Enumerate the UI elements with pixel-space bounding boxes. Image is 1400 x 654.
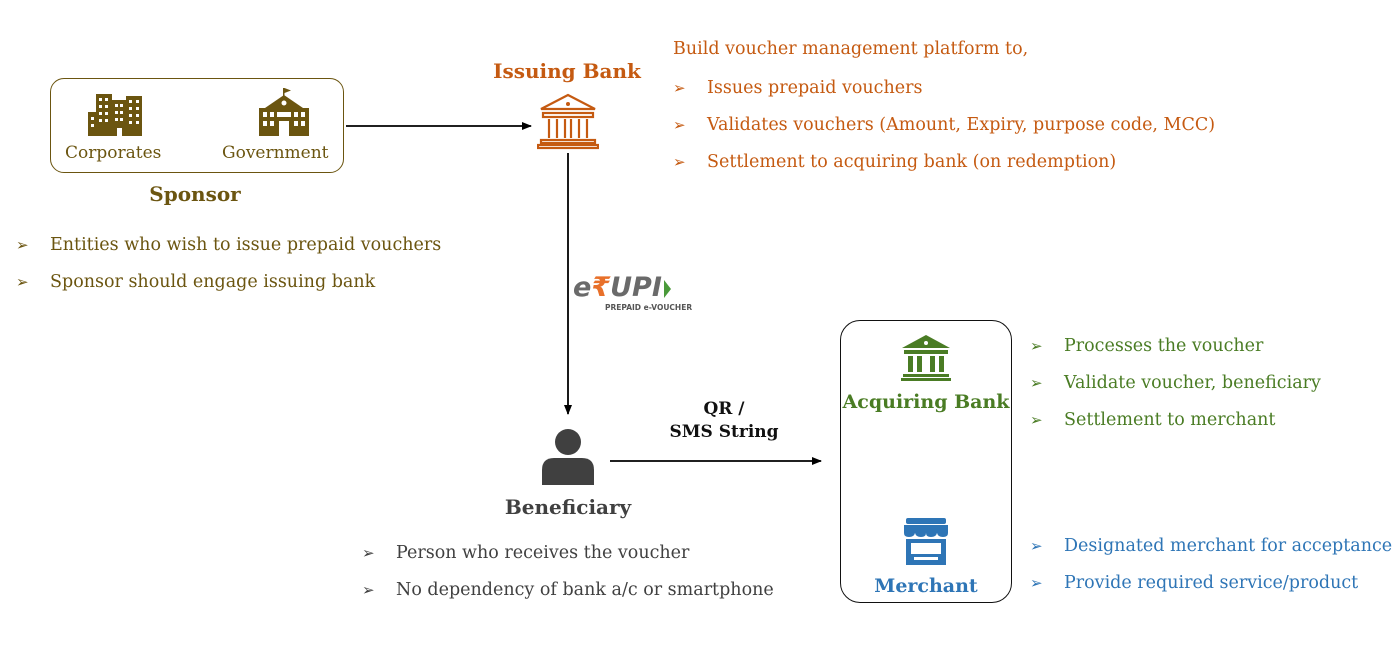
arrow-bullet-icon: ➢ <box>673 152 686 171</box>
arrow-bullet-icon: ➢ <box>16 272 29 291</box>
arrow-bullet-icon: ➢ <box>673 78 686 97</box>
list-item: ➢Person who receives the voucher <box>362 542 690 563</box>
list-item: ➢Processes the voucher <box>1030 335 1264 356</box>
government-building-icon <box>259 88 309 136</box>
arrow-bullet-icon: ➢ <box>362 543 375 562</box>
bank-icon <box>537 93 599 150</box>
merchant-bullets: ➢Designated merchant for acceptance ➢Pro… <box>1030 527 1392 601</box>
list-item: ➢Issues prepaid vouchers <box>673 77 923 98</box>
list-item: ➢Designated merchant for acceptance <box>1030 535 1393 556</box>
arrow-bullet-icon: ➢ <box>1030 336 1043 355</box>
list-item: ➢No dependency of bank a/c or smartphone <box>362 579 774 600</box>
acquiring-bank-title: Acquiring Bank <box>842 391 1010 413</box>
erupi-logo-text: e₹UPI <box>573 273 693 303</box>
beneficiary-bullets: ➢Person who receives the voucher ➢No dep… <box>362 534 774 608</box>
bank-icon <box>901 335 951 381</box>
arrow-bullet-icon: ➢ <box>1030 373 1043 392</box>
entity-label-government: Government <box>222 143 329 163</box>
list-item: ➢Settlement to acquiring bank (on redemp… <box>673 151 1117 172</box>
acquiring-bank-bullets: ➢Processes the voucher ➢Validate voucher… <box>1030 327 1321 438</box>
issuing-bank-intro: Build voucher management platform to, <box>673 39 1029 59</box>
flow-label-qr-sms: QR / SMS String <box>669 399 779 442</box>
office-buildings-icon <box>88 94 142 136</box>
list-item: ➢Provide required service/product <box>1030 572 1359 593</box>
list-item: ➢Sponsor should engage issuing bank <box>16 271 376 292</box>
arrow-bullet-icon: ➢ <box>16 235 29 254</box>
sponsor-bullets: ➢Entities who wish to issue prepaid vouc… <box>16 226 441 300</box>
sponsor-box <box>50 78 344 173</box>
entity-label-corporates: Corporates <box>65 143 162 163</box>
arrow-bullet-icon: ➢ <box>1030 573 1043 592</box>
issuing-bank-title: Issuing Bank <box>493 59 641 83</box>
issuing-bank-bullets: ➢Issues prepaid vouchers ➢Validates vouc… <box>673 69 1215 180</box>
arrow-bullet-icon: ➢ <box>362 580 375 599</box>
erupi-logo: e₹UPI PREPAID e-VOUCHER <box>573 273 693 317</box>
sponsor-title: Sponsor <box>149 182 241 206</box>
arrow-bullet-icon: ➢ <box>1030 410 1043 429</box>
arrow-bullet-icon: ➢ <box>673 115 686 134</box>
storefront-icon <box>904 518 948 565</box>
merchant-title: Merchant <box>874 575 978 597</box>
list-item: ➢Settlement to merchant <box>1030 409 1276 430</box>
erupi-tagline: PREPAID e-VOUCHER <box>605 303 693 312</box>
list-item: ➢Validate voucher, beneficiary <box>1030 372 1321 393</box>
beneficiary-title: Beneficiary <box>504 495 632 519</box>
acquiring-merchant-box <box>840 320 1012 603</box>
list-item: ➢Entities who wish to issue prepaid vouc… <box>16 234 442 255</box>
arrow-bullet-icon: ➢ <box>1030 536 1043 555</box>
person-icon <box>542 429 594 485</box>
erupi-flag-icon <box>663 279 671 298</box>
list-item: ➢Validates vouchers (Amount, Expiry, pur… <box>673 114 1216 135</box>
